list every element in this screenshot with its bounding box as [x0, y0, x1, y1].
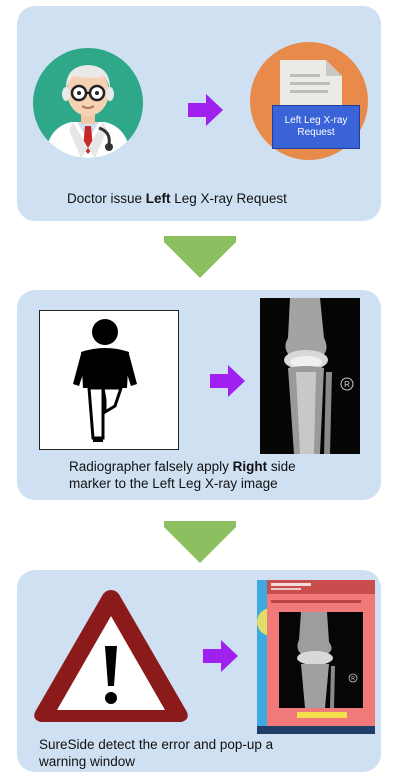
step2-caption-emphasis: Right [233, 459, 268, 474]
step1-caption-text-end: Leg X-ray Request [171, 191, 287, 206]
request-label-line1: Left Leg X-ray [273, 115, 359, 127]
warning-popup-window: R [257, 580, 375, 734]
warning-icon [31, 586, 191, 726]
step1-panel: Left Leg X-ray Request Doctor issue Left… [17, 6, 381, 221]
step2-caption: Radiographer falsely apply Right side ma… [69, 458, 381, 492]
step2-caption-text-end: side [267, 459, 296, 474]
step2-panel: R Radiographer falsely apply Right side … [17, 290, 381, 500]
step2-caption-line2: marker to the Left Leg X-ray image [69, 475, 381, 492]
xray-image: R [260, 298, 360, 454]
flow-arrow-icon [203, 638, 239, 674]
doctor-icon [33, 48, 143, 158]
xray-marker-label: R [344, 380, 350, 389]
step1-caption: Doctor issue Left Leg X-ray Request [67, 190, 381, 207]
step3-panel: R SureSide detect the error and pop-up a… [17, 570, 381, 772]
step1-caption-emphasis: Left [146, 191, 171, 206]
step2-caption-text: Radiographer falsely apply [69, 459, 233, 474]
down-arrow-icon [164, 521, 236, 563]
down-arrow-icon [164, 236, 236, 278]
step3-caption: SureSide detect the error and pop-up a w… [39, 736, 381, 770]
flow-arrow-icon [188, 92, 224, 128]
step1-caption-text: Doctor issue [67, 191, 146, 206]
step3-caption-line1: SureSide detect the error and pop-up a [39, 736, 381, 753]
request-label-line2: Request [273, 127, 359, 139]
flow-arrow-icon [210, 363, 246, 399]
step3-caption-line2: warning window [39, 753, 381, 770]
request-label: Left Leg X-ray Request [272, 105, 360, 149]
popup-marker-label: R [351, 676, 355, 682]
person-standing-icon [39, 310, 179, 450]
